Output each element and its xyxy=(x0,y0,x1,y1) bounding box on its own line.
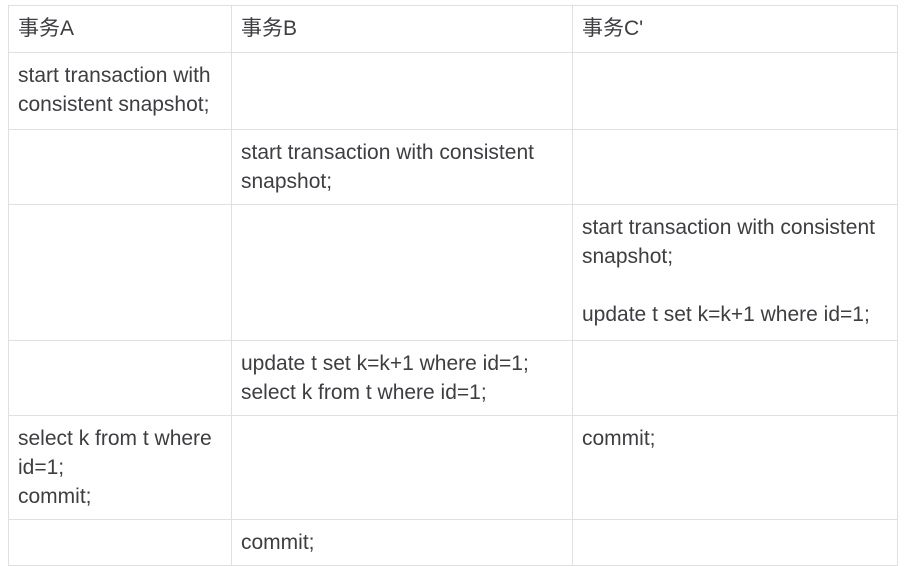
cell-r1-c xyxy=(572,52,898,130)
sql-statement: commit; xyxy=(582,427,656,450)
transaction-timing-table: 事务A 事务B 事务C' start transaction with cons… xyxy=(8,5,898,566)
table-row: select k from t where id=1; commit; comm… xyxy=(8,415,898,520)
sql-statement: commit; xyxy=(241,531,315,554)
sql-statement: commit; xyxy=(18,485,92,508)
header-cell-transaction-c: 事务C' xyxy=(572,5,898,53)
cell-r3-a xyxy=(8,204,232,341)
cell-r6-b: commit; xyxy=(231,519,573,566)
cell-r6-a xyxy=(8,519,232,566)
sql-statement: update t set k=k+1 where id=1; xyxy=(582,303,870,326)
cell-r1-b xyxy=(231,52,573,130)
cell-r5-b xyxy=(231,415,573,520)
cell-r6-c xyxy=(572,519,898,566)
cell-r2-b: start transaction with consistent snapsh… xyxy=(231,129,573,205)
cell-r4-c xyxy=(572,340,898,416)
table-row: start transaction with consistent snapsh… xyxy=(8,129,898,205)
table-row: update t set k=k+1 where id=1; select k … xyxy=(8,340,898,416)
cell-r3-c: start transaction with consistent snapsh… xyxy=(572,204,898,341)
blank-line xyxy=(582,271,889,300)
header-row: 事务A 事务B 事务C' xyxy=(8,5,898,53)
table-row: start transaction with consistent snapsh… xyxy=(8,204,898,341)
sql-statement: start transaction with consistent snapsh… xyxy=(582,216,875,268)
cell-r2-a xyxy=(8,129,232,205)
cell-r5-c: commit; xyxy=(572,415,898,520)
cell-r4-a xyxy=(8,340,232,416)
cell-r2-c xyxy=(572,129,898,205)
header-cell-transaction-b: 事务B xyxy=(231,5,573,53)
cell-r1-a: start transaction with consistent snapsh… xyxy=(8,52,232,130)
sql-statement: select k from t where id=1; xyxy=(18,427,212,479)
cell-r4-b: update t set k=k+1 where id=1; select k … xyxy=(231,340,573,416)
cell-r5-a: select k from t where id=1; commit; xyxy=(8,415,232,520)
header-cell-transaction-a: 事务A xyxy=(8,5,232,53)
sql-statement: start transaction with consistent snapsh… xyxy=(18,64,211,116)
table-row: start transaction with consistent snapsh… xyxy=(8,52,898,130)
sql-statement: start transaction with consistent snapsh… xyxy=(241,141,534,193)
sql-statement: select k from t where id=1; xyxy=(241,381,487,404)
cell-r3-b xyxy=(231,204,573,341)
table-row: commit; xyxy=(8,519,898,566)
sql-statement: update t set k=k+1 where id=1; xyxy=(241,352,529,375)
